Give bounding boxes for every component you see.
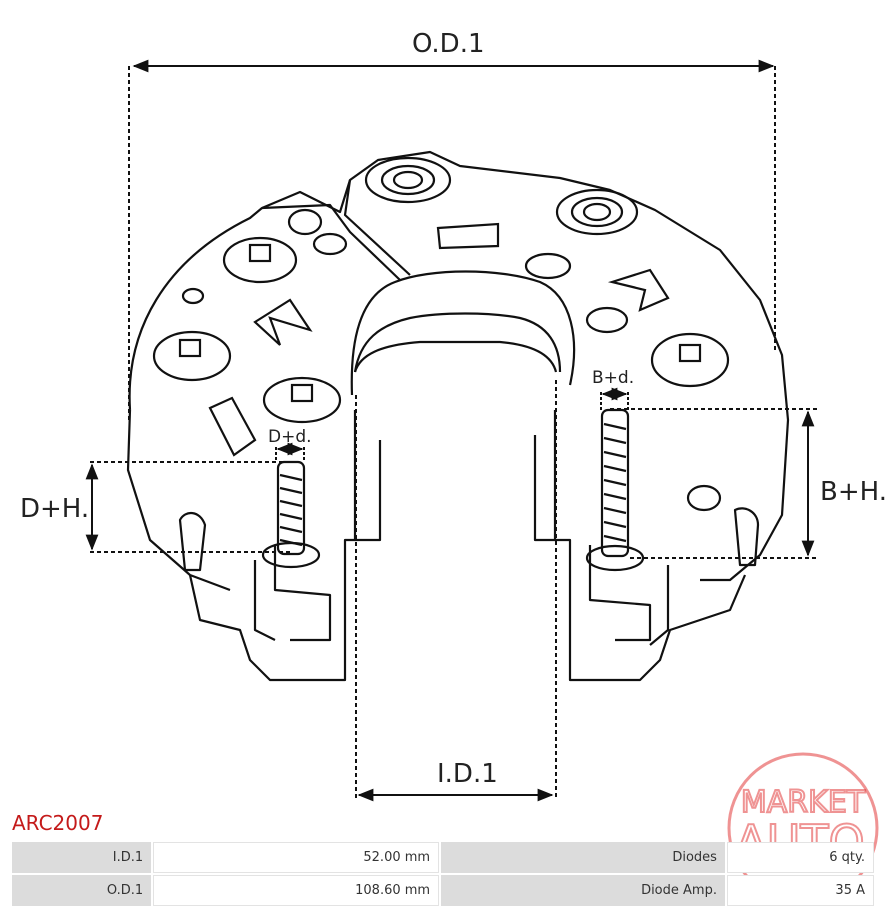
bh-label: B+H. bbox=[820, 477, 887, 507]
od-label: O.D.1 bbox=[412, 29, 485, 59]
spec-label: O.D.1 bbox=[12, 875, 152, 906]
spec-label: I.D.1 bbox=[12, 842, 152, 873]
spec-value-2: 6 qty. bbox=[726, 842, 874, 873]
spec-table: I.D.1 52.00 mm Diodes 6 qty. O.D.1 108.6… bbox=[10, 840, 876, 908]
id-label: I.D.1 bbox=[437, 759, 498, 789]
spec-value: 108.60 mm bbox=[153, 875, 440, 906]
spec-label-2: Diode Amp. bbox=[441, 875, 725, 906]
dimension-lines bbox=[85, 59, 818, 802]
studs bbox=[261, 408, 645, 572]
part-code: ARC2007 bbox=[12, 811, 104, 835]
dd-label: D+d. bbox=[268, 427, 312, 447]
dh-label: D+H. bbox=[20, 494, 89, 524]
spec-label-2: Diodes bbox=[441, 842, 725, 873]
table-row: I.D.1 52.00 mm Diodes 6 qty. bbox=[12, 842, 874, 873]
table-row: O.D.1 108.60 mm Diode Amp. 35 A bbox=[12, 875, 874, 906]
bd-label: B+d. bbox=[592, 368, 634, 388]
spec-value: 52.00 mm bbox=[153, 842, 440, 873]
terminal-pads bbox=[152, 156, 730, 512]
rectifier-body bbox=[126, 150, 790, 682]
spec-value-2: 35 A bbox=[726, 875, 874, 906]
